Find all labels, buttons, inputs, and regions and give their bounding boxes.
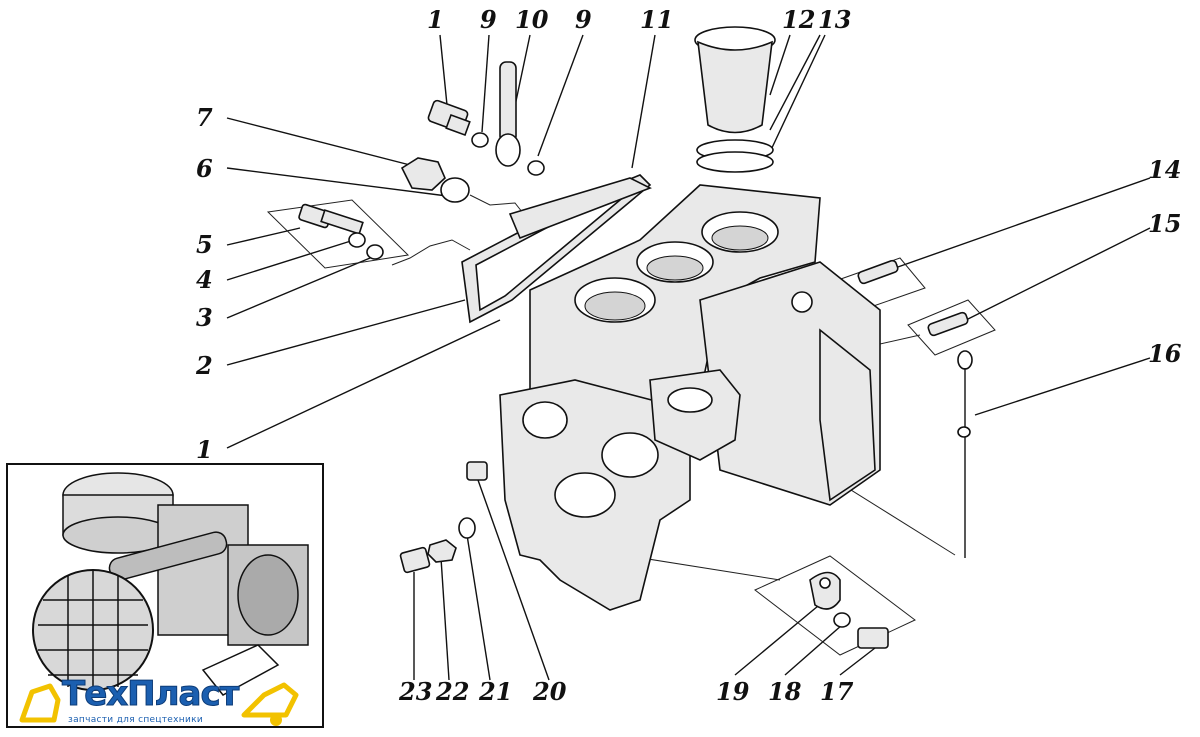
callout-15: 15 (1148, 209, 1181, 238)
callout-19: 19 (716, 677, 750, 706)
callout-6: 6 (196, 154, 213, 183)
plate-and-bolt (809, 571, 889, 649)
logo-tagline: запчасти для спецтехники (68, 715, 203, 725)
banjo-parts (427, 61, 545, 176)
callouts: 1 9 10 9 11 12 13 7 6 5 4 3 2 1 14 15 16… (195, 5, 1182, 706)
callout-13: 13 (818, 5, 851, 34)
callout-12: 12 (782, 5, 815, 34)
callout-5: 5 (196, 230, 213, 259)
callout-11: 11 (640, 5, 673, 34)
studs (857, 259, 969, 337)
techplast-logo (19, 682, 299, 726)
callout-10: 10 (515, 5, 549, 34)
callout-14: 14 (1148, 155, 1181, 184)
callout-7: 7 (196, 103, 213, 132)
callout-8: 1 (427, 5, 444, 34)
side-cover-gasket (461, 174, 652, 324)
dipstick (957, 350, 973, 558)
callout-21: 21 (478, 677, 512, 706)
callout-23: 23 (398, 677, 432, 706)
drain-parts (399, 461, 488, 574)
callout-2: 2 (195, 351, 213, 380)
callout-17: 17 (820, 677, 854, 706)
callout-22: 22 (435, 677, 469, 706)
union-nut (400, 157, 470, 203)
cylinder-block (499, 184, 881, 611)
callout-9b: 9 (575, 5, 592, 34)
callout-1: 1 (196, 435, 213, 464)
bolt-set (298, 203, 384, 260)
cylinder-liner (694, 26, 776, 173)
callout-9: 9 (480, 5, 497, 34)
engine-overview-drawing (32, 472, 309, 696)
logo-name: ТехПласт (61, 674, 239, 715)
callout-18: 18 (768, 677, 802, 706)
callout-3: 3 (196, 303, 213, 332)
callout-16: 16 (1148, 339, 1182, 368)
engine-overview-inset (6, 463, 324, 728)
callout-4: 4 (196, 265, 213, 294)
leader-lines (226, 34, 1151, 681)
callout-20: 20 (532, 677, 567, 706)
